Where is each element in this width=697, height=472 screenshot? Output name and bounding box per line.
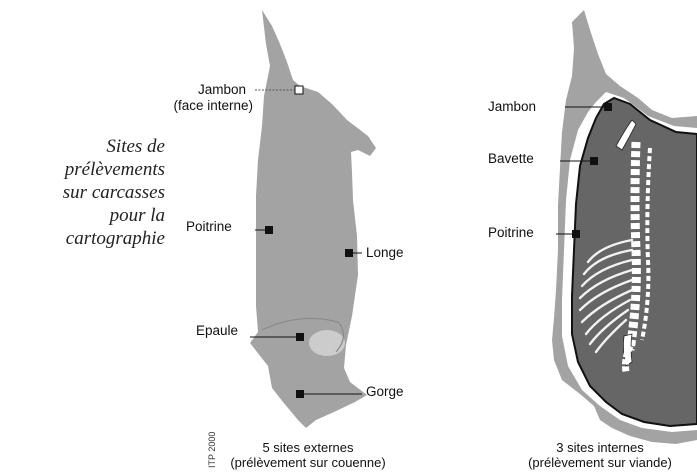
site-marker-longe (345, 249, 353, 257)
label-bavette: Bavette (488, 151, 534, 166)
site-marker-bavette (590, 157, 598, 165)
site-marker-jambon-external (295, 86, 303, 94)
label-poitrine-external: Poitrine (186, 219, 232, 234)
internal-carcass: Jambon Bavette Poitrine 3 sites internes… (488, 10, 697, 470)
caption-external-line-2: (prélèvement sur couenne) (230, 455, 385, 470)
caption-external-line-1: 5 sites externes (262, 440, 354, 455)
label-jambon-sub: (face interne) (173, 98, 253, 113)
image-credit: ITP 2000 (207, 432, 217, 468)
site-marker-jambon-internal (604, 103, 612, 111)
label-jambon-internal: Jambon (488, 99, 536, 114)
external-carcass: Jambon (face interne) Poitrine Longe Epa… (173, 10, 403, 470)
label-jambon-external: Jambon (198, 82, 246, 97)
label-epaule: Epaule (196, 323, 238, 338)
caption-internal-line-1: 3 sites internes (556, 440, 644, 455)
label-longe: Longe (366, 245, 404, 260)
site-marker-epaule (296, 333, 304, 341)
label-poitrine-internal: Poitrine (488, 225, 534, 240)
caption-internal-line-2: (prélèvement sur viande) (528, 455, 672, 470)
external-carcass-silhouette (250, 10, 376, 428)
shoulder-patch (309, 330, 345, 356)
site-marker-gorge (296, 390, 304, 398)
site-marker-poitrine-external (265, 226, 273, 234)
label-gorge: Gorge (366, 384, 404, 399)
site-marker-poitrine-internal (572, 230, 580, 238)
